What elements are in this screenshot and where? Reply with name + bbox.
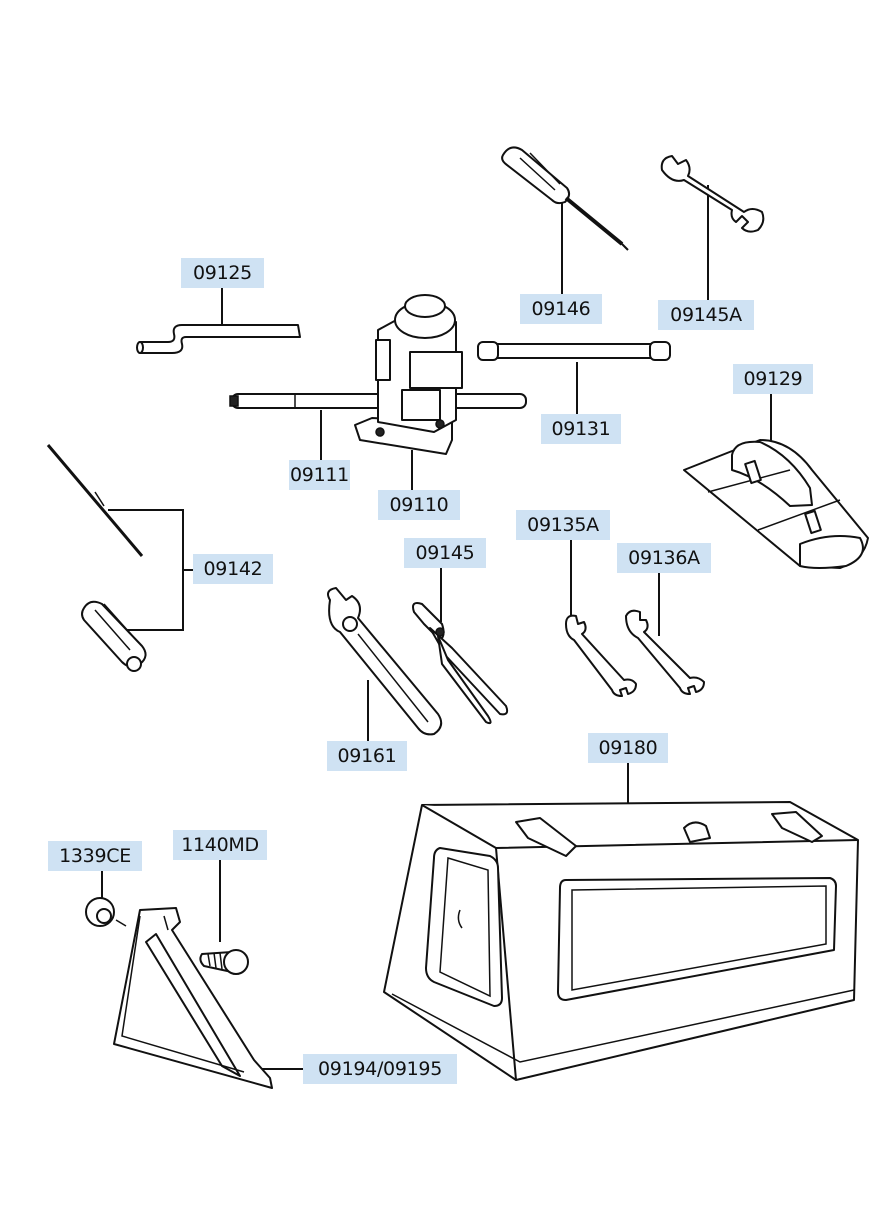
- label-09142: 09142: [193, 554, 273, 584]
- label-09111: 09111: [289, 460, 350, 490]
- tool-box-09180-icon: [383, 801, 859, 1081]
- label-09129: 09129: [733, 364, 813, 394]
- label-1140MD: 1140MD: [173, 830, 267, 860]
- adjustable-wrench-09161-icon: [327, 587, 443, 736]
- label-09194-09195: 09194/09195: [303, 1054, 457, 1084]
- label-09131: 09131: [541, 414, 621, 444]
- label-09125: 09125: [181, 258, 264, 288]
- screwdriver-09142-icon: [46, 444, 147, 672]
- bolt-1140MD-icon: [199, 949, 249, 975]
- bottle-jack-09110-icon: [354, 294, 463, 455]
- label-09146: 09146: [520, 294, 602, 324]
- label-09145A: 09145A: [658, 300, 754, 330]
- label-09180: 09180: [588, 733, 668, 763]
- screwdriver-09146-icon: [501, 146, 629, 251]
- tube-wrench-09131-icon: [477, 341, 671, 361]
- wrench-09136A-icon: [625, 609, 705, 695]
- label-09161: 09161: [327, 741, 407, 771]
- label-09145: 09145: [404, 538, 486, 568]
- warning-triangle-09194-09195-icon: [113, 907, 273, 1089]
- label-1339CE: 1339CE: [48, 841, 142, 871]
- leader-lines: [101, 185, 772, 1070]
- jack-handle-rod-09125-icon: [136, 324, 301, 354]
- pliers-09145-icon: [412, 602, 509, 725]
- wrench-09145A-icon: [660, 155, 765, 233]
- tool-bag-09129-icon: [683, 439, 869, 569]
- label-09136A: 09136A: [617, 543, 711, 573]
- label-09110: 09110: [378, 490, 460, 520]
- label-09135A: 09135A: [516, 510, 610, 540]
- nut-1339CE-icon: [85, 897, 127, 927]
- wrench-09135A-icon: [565, 614, 637, 697]
